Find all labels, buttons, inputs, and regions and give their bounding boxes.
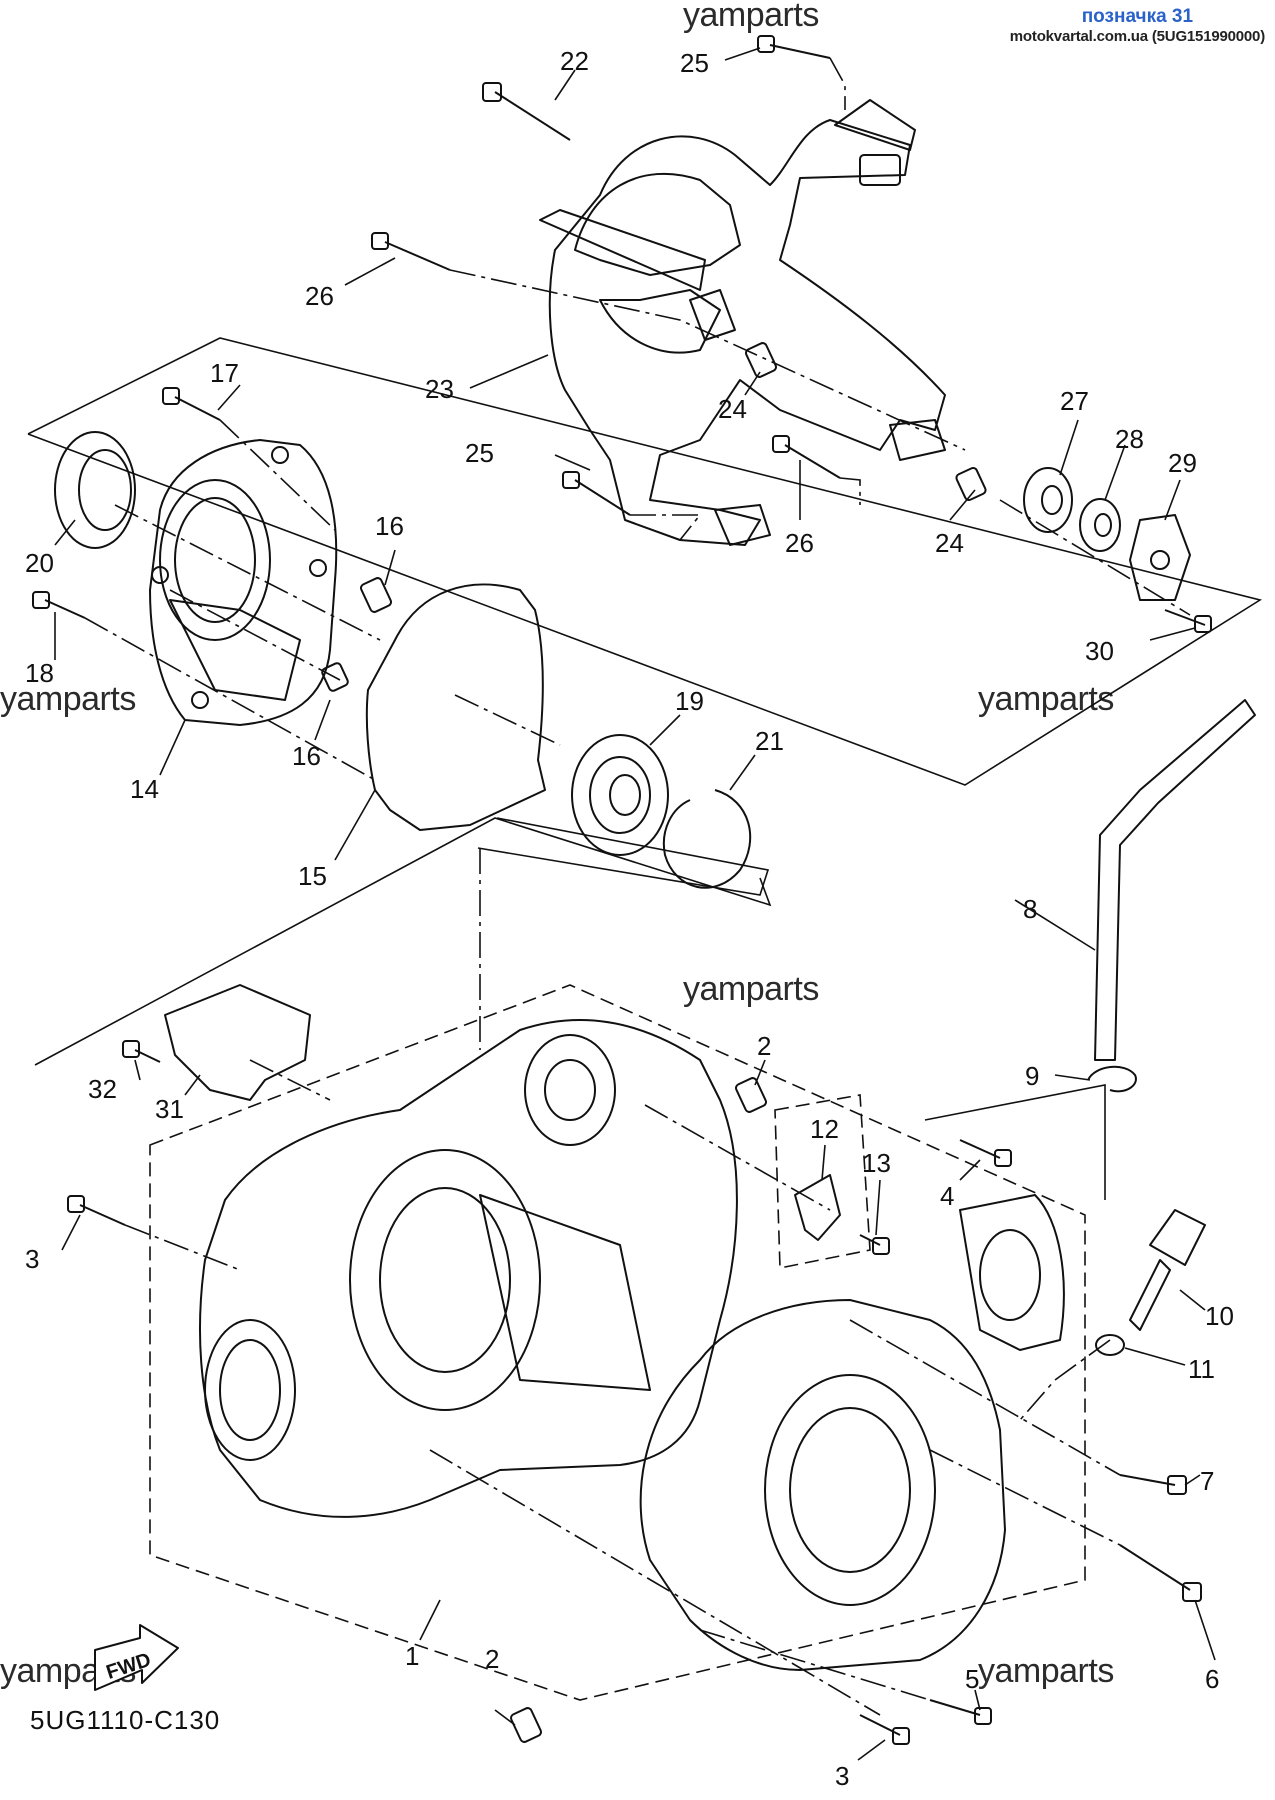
leader-lines	[84, 57, 1191, 1716]
bolt-6	[1119, 1544, 1202, 1602]
bearing-27	[1023, 467, 1073, 533]
dipstick-10	[1129, 1209, 1206, 1331]
callout-7: 7	[1200, 1466, 1214, 1496]
dowel-16-lower	[321, 662, 349, 692]
bolt-30	[1164, 609, 1212, 633]
callout-24: 24	[718, 394, 747, 424]
callout-20: 20	[25, 548, 54, 578]
plate-29	[1129, 514, 1191, 601]
bolt-17	[162, 387, 221, 421]
oil-seal-20	[54, 431, 136, 549]
callout-8: 8	[1023, 894, 1037, 924]
header-title[interactable]: позначка 31	[1081, 6, 1194, 27]
callout-31: 31	[155, 1094, 184, 1124]
callout-32: 32	[88, 1074, 117, 1104]
bearing-19	[571, 734, 669, 856]
clip-9	[1087, 1065, 1137, 1093]
dowel-24-upper	[745, 342, 777, 378]
o-ring-11	[1095, 1334, 1125, 1356]
bolt-3-left	[67, 1195, 126, 1226]
bolt-3-bottom	[859, 1714, 910, 1745]
callout-6: 6	[1205, 1664, 1219, 1694]
callout-4: 4	[940, 1181, 954, 1211]
callout-11: 11	[1188, 1354, 1215, 1384]
callout-9: 9	[1025, 1061, 1039, 1091]
callout-14: 14	[130, 774, 159, 804]
bearing-box-frame	[477, 817, 770, 896]
washer-28	[1079, 498, 1121, 552]
dowel-24-lower	[955, 466, 987, 502]
crankcase-left	[199, 1019, 738, 1518]
header-site: motokvartal.com.ua (5UG151990000)	[1009, 28, 1265, 45]
callout-19: 19	[675, 686, 704, 716]
watermark: yamparts	[683, 970, 819, 1008]
callout-26: 26	[785, 528, 814, 558]
plate-31	[164, 984, 311, 1101]
middle-group-frame	[34, 817, 772, 1066]
upper-group-frame	[27, 337, 1263, 786]
watermark: yamparts	[978, 680, 1114, 718]
dowel-2-lower	[510, 1707, 542, 1743]
bolt-32	[122, 1040, 161, 1063]
lower-right-frame	[924, 1084, 1106, 1200]
callout-3: 3	[835, 1761, 849, 1791]
dowel-2-upper	[735, 1077, 767, 1113]
watermark: yamparts	[978, 1652, 1114, 1690]
callout-1: 1	[405, 1641, 419, 1671]
callout-16: 16	[375, 511, 404, 541]
diagram-code: 5UG1110-C130	[30, 1705, 221, 1735]
callout-30: 30	[1085, 636, 1114, 666]
circlip-21	[662, 789, 752, 889]
bolt-22	[482, 82, 571, 141]
bolt-25-top	[757, 35, 831, 59]
gasket-15	[365, 583, 546, 831]
callout-13: 13	[862, 1148, 891, 1178]
callout-5: 5	[965, 1664, 979, 1694]
callout-2: 2	[485, 1644, 499, 1674]
dowel-16-upper	[360, 577, 392, 613]
bolt-25-mid	[562, 471, 631, 516]
hose-8	[1094, 699, 1256, 1061]
stopper-12	[794, 1174, 841, 1241]
callout-23: 23	[425, 374, 454, 404]
bolt-26-left	[371, 232, 451, 271]
callout-leaders	[54, 47, 1216, 1761]
crankcase-right	[639, 1194, 1065, 1671]
callout-18: 18	[25, 658, 54, 688]
bolt-4	[959, 1139, 1012, 1167]
callout-10: 10	[1205, 1301, 1234, 1331]
callout-25: 25	[680, 48, 709, 78]
bolt-26-right	[772, 435, 841, 479]
callout-21: 21	[755, 726, 784, 756]
callout-29: 29	[1168, 448, 1197, 478]
callout-2: 2	[757, 1031, 771, 1061]
callout-25: 25	[465, 438, 494, 468]
callout-labels: 22 25 26 23 17 24 27 28 29 25 16 26 24 2…	[25, 46, 1234, 1791]
callout-22: 22	[560, 46, 589, 76]
bolt-5	[929, 1699, 992, 1725]
callout-15: 15	[298, 861, 327, 891]
callout-3: 3	[25, 1244, 39, 1274]
callout-26: 26	[305, 281, 334, 311]
watermark: yamparts	[683, 0, 819, 34]
callout-24: 24	[935, 528, 964, 558]
bolt-13	[859, 1234, 890, 1255]
callout-28: 28	[1115, 424, 1144, 454]
callout-16: 16	[292, 741, 321, 771]
callout-12: 12	[810, 1114, 839, 1144]
crankcase-dashed-box	[149, 984, 1086, 1701]
callout-17: 17	[210, 358, 239, 388]
page-header: позначка 31 motokvartal.com.ua (5UG15199…	[1010, 6, 1265, 45]
bracket-23	[539, 99, 946, 546]
dowel-dashed-box	[774, 1094, 871, 1269]
callout-27: 27	[1060, 386, 1089, 416]
watermark: yamparts	[0, 680, 136, 718]
bolt-7	[1119, 1474, 1187, 1495]
bolt-18	[32, 591, 86, 619]
cover-14	[149, 439, 338, 726]
fwd-arrow-icon: FWD	[94, 1624, 179, 1691]
